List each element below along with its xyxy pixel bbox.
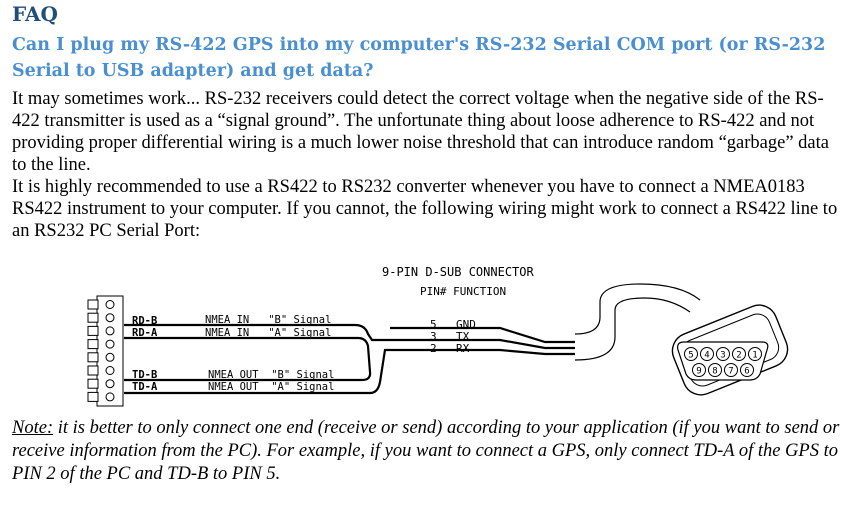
note-text: it is better to only connect one end (re…	[12, 418, 840, 484]
terminal-label-td-a: TD-A	[132, 381, 158, 393]
terminal-slot	[87, 312, 99, 323]
connector-pin	[716, 347, 730, 361]
pin-function-rx: RX	[456, 342, 470, 355]
wire-label-td-a: NMEA OUT "A" Signal	[208, 381, 334, 393]
connector-pin	[748, 347, 762, 361]
connector-title: 9-PIN D-SUB CONNECTOR	[382, 265, 534, 279]
terminal-screw	[105, 392, 115, 402]
connector-pin	[740, 363, 754, 377]
terminal-screw	[105, 352, 115, 362]
connector-pin-number: 8	[712, 367, 717, 377]
pin-number-3: 3	[430, 330, 437, 343]
pin-number-2: 2	[430, 342, 437, 355]
dsub-connector: 5 4 3 2 1 9 8 7 6	[671, 304, 789, 396]
connector-pin-number: 4	[704, 351, 709, 361]
connector-pin	[708, 363, 722, 377]
terminal-slot	[87, 365, 99, 376]
cable	[574, 283, 701, 361]
connector-pin-number: 3	[720, 351, 725, 361]
wire-td-a	[124, 348, 440, 395]
wire-gnd	[390, 326, 575, 344]
pin-function-gnd: GND	[456, 318, 476, 331]
terminal-slot	[87, 339, 99, 350]
terminal-slot	[87, 325, 99, 336]
connector-pin	[732, 347, 746, 361]
terminal-label-rd-a: RD-A	[132, 327, 158, 339]
wire-label-td-b: NMEA OUT "B" Signal	[208, 369, 334, 381]
terminal-screw	[105, 366, 115, 375]
question-heading: Can I plug my RS-422 GPS into my compute…	[12, 35, 826, 81]
note-label: Note:	[12, 418, 54, 438]
connector-pin-number: 5	[688, 351, 693, 361]
terminal-slot	[87, 378, 99, 389]
terminal-label-rd-b: RD-B	[132, 315, 157, 327]
connector-pin	[724, 363, 738, 377]
faq-heading: FAQ	[12, 2, 58, 26]
terminal-screw	[105, 300, 115, 309]
terminal-slot	[87, 299, 99, 310]
wire-label-rd-a: NMEA IN "A" Signal	[205, 327, 331, 339]
pin-number-5: 5	[430, 318, 437, 331]
connector-pin-number: 2	[736, 351, 741, 361]
terminal-screw	[105, 339, 115, 349]
wire-rd-a	[124, 336, 372, 382]
connector-pin	[684, 347, 698, 361]
pin-header: PIN# FUNCTION	[420, 285, 506, 298]
terminal-screw	[105, 379, 115, 389]
terminal-label-td-b: TD-B	[132, 369, 157, 381]
connector-pin-number: 1	[752, 351, 757, 361]
connector-pin	[700, 347, 714, 361]
pin-function-tx: TX	[456, 330, 470, 343]
terminal-screw	[105, 313, 115, 323]
answer-paragraph-2: It is highly recommended to use a RS422 …	[12, 177, 838, 241]
terminal-slot	[87, 391, 99, 402]
terminal-screw	[105, 326, 115, 336]
connector-pin-number: 9	[696, 367, 701, 377]
wire-label-rd-b: NMEA IN "B" Signal	[205, 314, 331, 326]
wire-tx	[440, 338, 575, 350]
wires	[124, 323, 575, 395]
connector-pin-number: 7	[728, 367, 733, 377]
wiring-diagram: RD-B RD-A TD-B TD-A NMEA IN "B" Signal N…	[87, 265, 789, 407]
connector-pin	[692, 363, 706, 377]
answer-paragraph-1: It may sometimes work... RS-232 receiver…	[12, 89, 829, 175]
wire-rx	[440, 348, 575, 356]
terminal-slot	[87, 352, 99, 363]
connector-pin-number: 6	[744, 367, 749, 377]
note-paragraph: Note: it is better to only connect one e…	[12, 417, 842, 486]
wire-rd-b	[124, 323, 440, 342]
terminal-block	[87, 295, 124, 407]
